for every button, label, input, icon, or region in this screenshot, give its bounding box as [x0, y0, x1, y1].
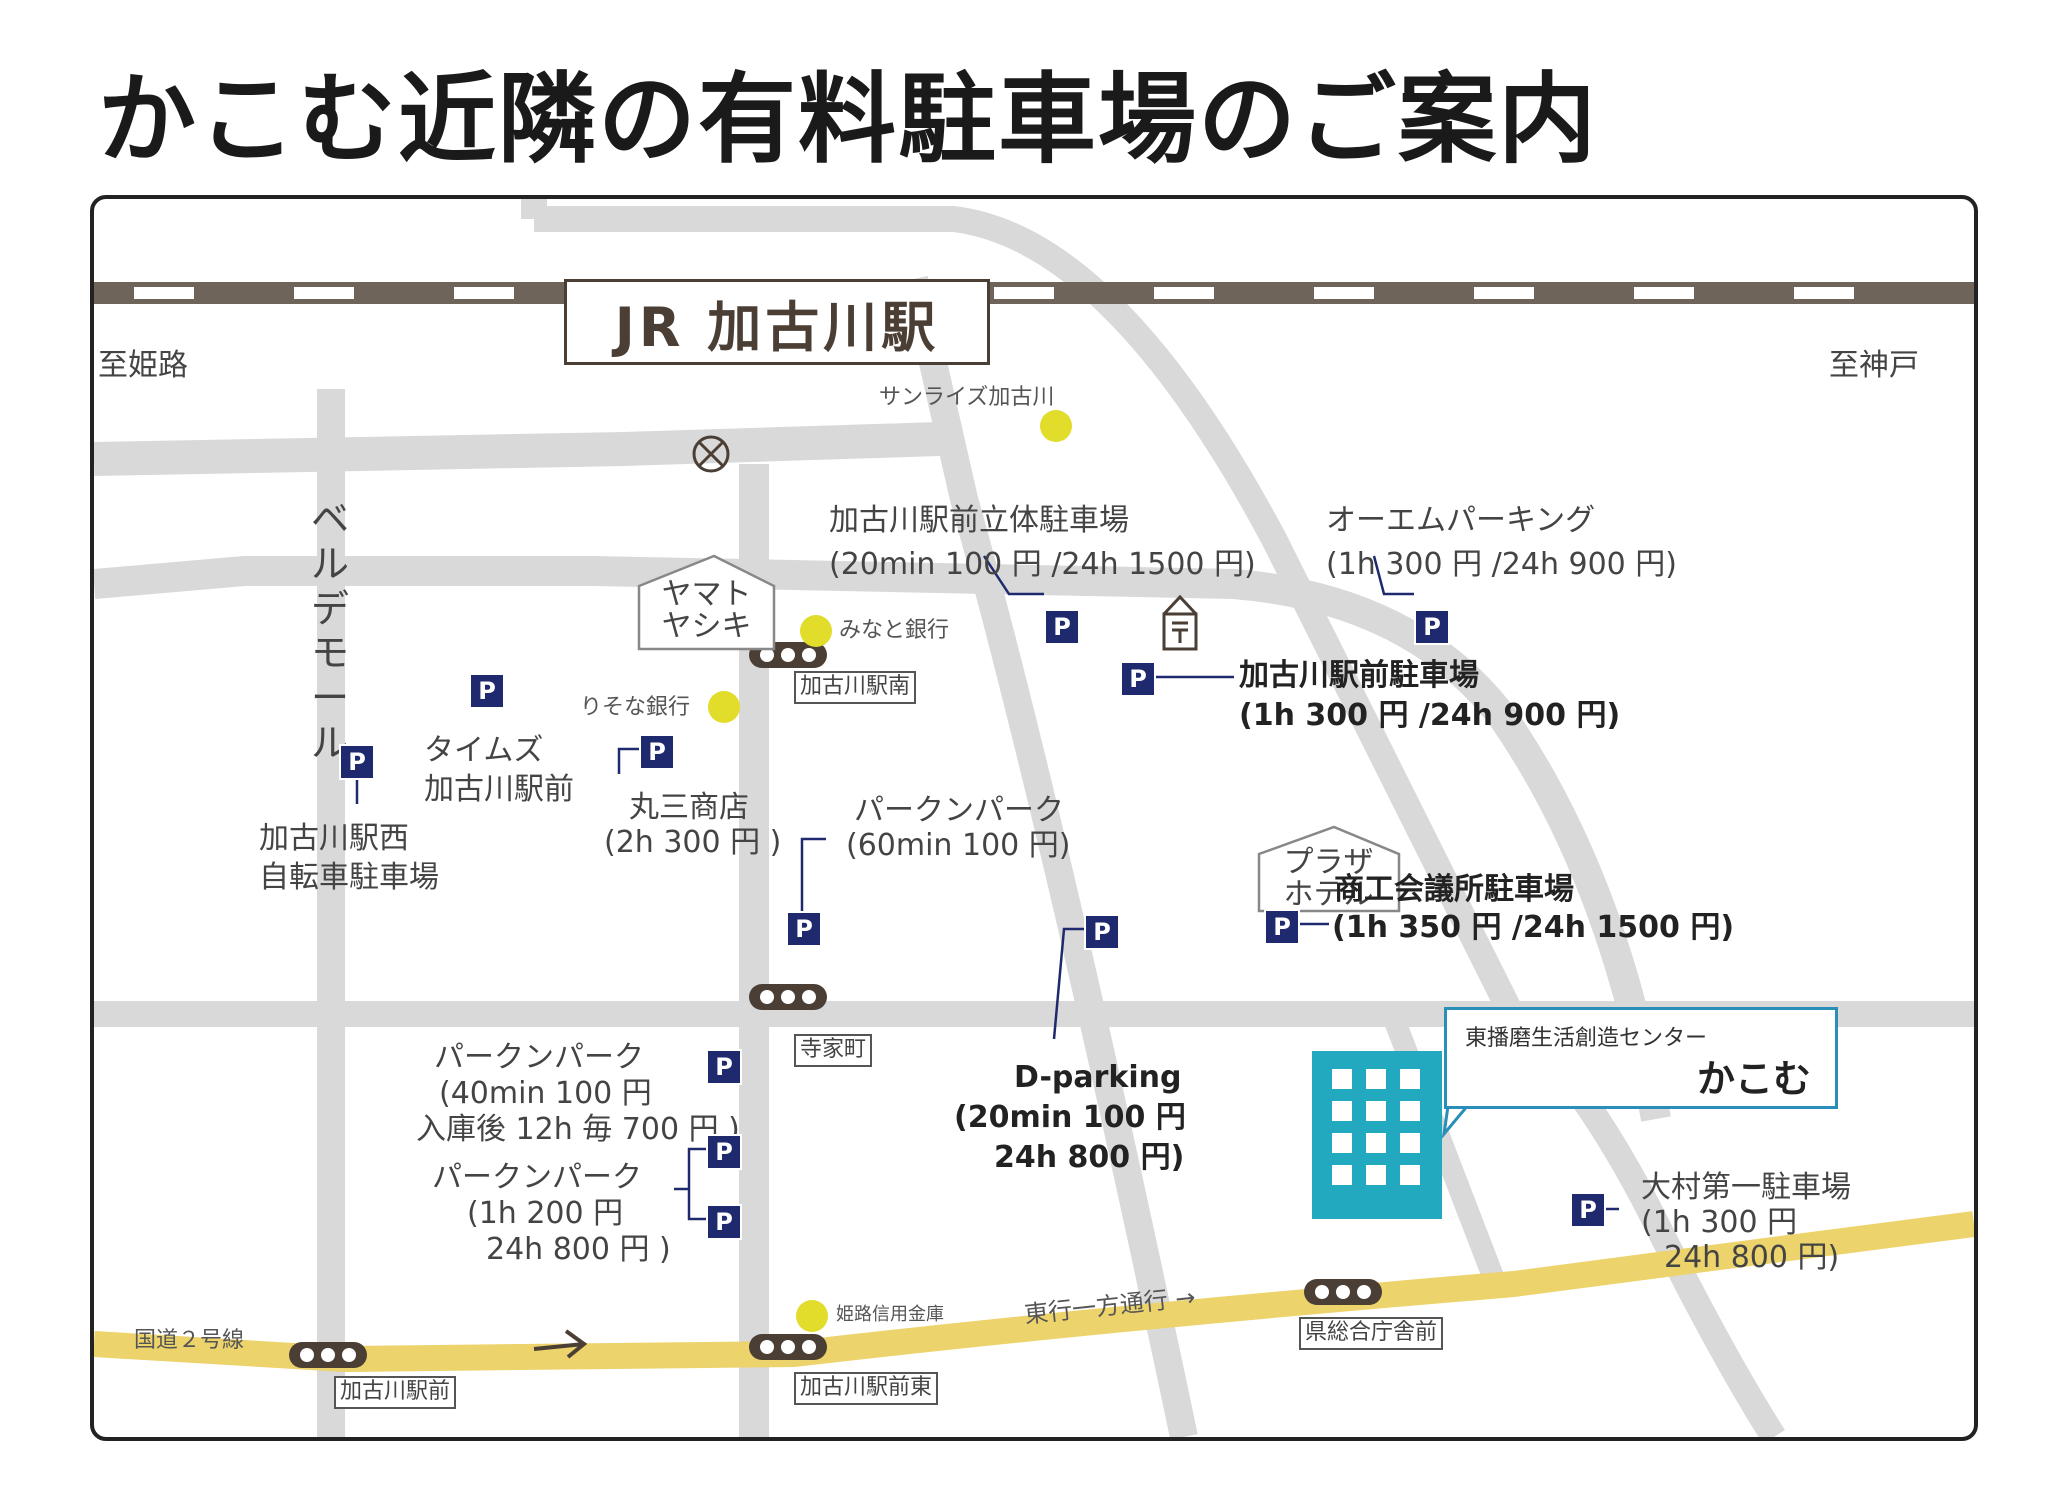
parking-icon-times[interactable]: P [469, 673, 505, 709]
landmark-resona-bank: りそな銀行 [580, 695, 691, 720]
parking-icon-rittai[interactable]: P [1044, 609, 1080, 645]
parking-park2-price2: 入庫後 12h 毎 700 円 ) [416, 1112, 740, 1147]
parking-icon-park2[interactable]: P [706, 1049, 742, 1085]
parking-dparking-price2: 24h 800 円) [994, 1140, 1185, 1175]
map[interactable]: JR 加古川駅 至姫路 至神戸 ベルデモール 国道２号線 東行一方通行 → 加古… [90, 195, 1978, 1441]
bus-stop-ekimae-higashi[interactable]: 加古川駅前東 [794, 1372, 939, 1405]
parking-bike-name: 加古川駅西 自転車駐車場 [259, 821, 439, 895]
parking-omura-price1: (1h 300 円 [1641, 1205, 1798, 1240]
kacomu-name: かこむ [1696, 1057, 1811, 1101]
landmark-minato-bank: みなと銀行 [839, 618, 950, 643]
parking-icon-park3a[interactable]: P [706, 1134, 742, 1170]
bus-stop-ekimae[interactable]: 加古川駅前 [334, 1376, 457, 1409]
parking-park2-name: パークンパーク [434, 1040, 644, 1075]
bus-stop-jikemachi[interactable]: 寺家町 [794, 1034, 873, 1067]
parking-park3-price2: 24h 800 円 ) [486, 1232, 671, 1267]
parking-icon-marusan[interactable]: P [639, 734, 675, 770]
parking-icon-shoko[interactable]: P [1264, 909, 1300, 945]
parking-icon-ekimae[interactable]: P [1120, 661, 1156, 697]
plaza-outline [1257, 825, 1401, 913]
yamato-outline [637, 554, 776, 651]
road-diagonal [900, 275, 1198, 1437]
parking-park3-name: パークンパーク [432, 1160, 642, 1195]
parking-marusan-name: 丸三商店 [629, 790, 749, 825]
building-yamato: ヤマト ヤシキ [661, 577, 752, 644]
route2-arrow [533, 1329, 588, 1359]
parking-icon-oem[interactable]: P [1414, 609, 1450, 645]
parking-park2-price1: (40min 100 円 [439, 1076, 652, 1111]
station-name: JR 加古川駅 [564, 279, 990, 365]
parking-ekimae-price: (1h 300 円 /24h 900 円) [1239, 698, 1621, 733]
parking-park3-price1: (1h 200 円 [467, 1196, 624, 1231]
kacomu-callout[interactable]: 東播磨生活創造センター かこむ [1444, 1007, 1838, 1109]
parking-times-name: タイムズ 加古川駅前 [424, 733, 574, 807]
police-box-icon [692, 435, 730, 473]
landmark-himeshin: 姫路信用金庫 [836, 1304, 944, 1325]
post-office-icon [1162, 594, 1198, 651]
landmark-sunrise: サンライズ加古川 [879, 385, 1055, 410]
parking-icon-omura[interactable]: P [1570, 1192, 1606, 1228]
parking-rittai-name: 加古川駅前立体駐車場 [829, 503, 1129, 538]
parking-park1-price: (60min 100 円) [846, 828, 1071, 863]
parking-shoko-name: 商工会議所駐車場 [1334, 872, 1574, 907]
parking-oem-name: オーエムパーキング [1326, 503, 1596, 538]
parking-icon-park1[interactable]: P [786, 911, 822, 947]
parking-icon-dparking[interactable]: P [1084, 914, 1120, 950]
bus-stop-ekiminami[interactable]: 加古川駅南 [794, 671, 917, 704]
road-north [94, 422, 940, 476]
parking-rittai-price: (20min 100 円 /24h 1500 円) [829, 547, 1256, 582]
parking-dparking-name: D-parking [1014, 1060, 1182, 1095]
parking-ekimae-name: 加古川駅前駐車場 [1239, 658, 1479, 693]
parking-shoko-price: (1h 350 円 /24h 1500 円) [1332, 910, 1735, 945]
road-label-route2: 国道２号線 [134, 1328, 245, 1353]
route2-road [94, 1211, 1974, 1373]
parking-icon-park3b[interactable]: P [706, 1204, 742, 1240]
parking-omura-price2: 24h 800 円) [1664, 1240, 1840, 1275]
road-northeast [521, 199, 1526, 1025]
parking-icon-bike[interactable]: P [339, 744, 375, 780]
direction-west: 至姫路 [98, 348, 188, 383]
direction-east: 至神戸 [1829, 348, 1919, 383]
page-title: かこむ近隣の有料駐車場のご案内 [98, 63, 1599, 177]
kacomu-subtitle: 東播磨生活創造センター [1465, 1026, 1708, 1051]
parking-oem-price: (1h 300 円 /24h 900 円) [1326, 547, 1678, 582]
building-plaza-hotel: プラザ ホテル [1283, 845, 1374, 912]
parking-dparking-price1: (20min 100 円 [954, 1100, 1186, 1135]
parking-park1-name: パークンパーク [854, 793, 1064, 828]
parking-omura-name: 大村第一駐車場 [1641, 1170, 1851, 1205]
bus-stop-kensogo[interactable]: 県総合庁舎前 [1299, 1317, 1444, 1350]
road-label-belle: ベルデモール [310, 497, 349, 766]
parking-marusan-price: (2h 300 円 ) [604, 825, 782, 860]
